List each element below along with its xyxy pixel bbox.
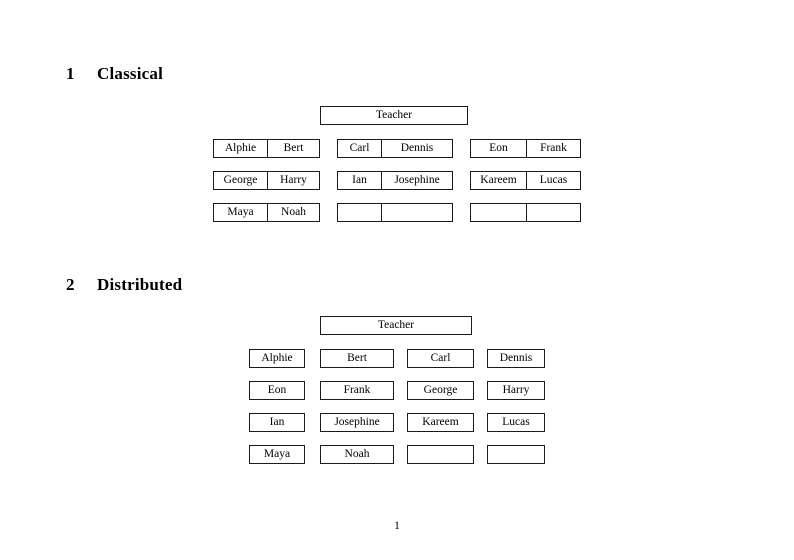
student-cell-empty [471,204,526,221]
student-box: Harry [487,381,545,400]
student-cell: Frank [526,140,580,157]
student-cell: Eon [489,141,508,154]
student-box: Maya [249,445,305,464]
student-pair-box: Ian Josephine [337,171,453,190]
section-number: 2 [66,275,75,294]
page-number: 1 [394,520,400,532]
student-cell: Ian [352,173,367,186]
section-heading-distributed: 2 Distributed [66,275,182,295]
student-cell: Dennis [381,140,452,157]
student-box: Bert [320,349,394,368]
student-pair-box: Alphie Bert [213,139,320,158]
student-box-empty [487,445,545,464]
student-cell: Josephine [381,172,452,189]
student-pair-box: Carl Dennis [337,139,453,158]
student-box-empty [407,445,474,464]
student-cell-empty [381,204,452,221]
teacher-box-distributed: Teacher [320,316,472,335]
student-box: Eon [249,381,305,400]
student-pair-box: George Harry [213,171,320,190]
student-cell: Alphie [224,141,257,154]
student-cell: Maya [227,205,254,218]
student-pair-box: Maya Noah [213,203,320,222]
student-box: Alphie [249,349,305,368]
student-box: Lucas [487,413,545,432]
student-cell: Kareem [480,173,517,186]
student-cell: George [223,173,258,186]
student-box: Josephine [320,413,394,432]
student-box: Kareem [407,413,474,432]
section-title: Distributed [97,275,183,294]
student-pair-box: Kareem Lucas [470,171,581,190]
section-heading-classical: 1 Classical [66,64,163,84]
student-box: Carl [407,349,474,368]
student-pair-box: Eon Frank [470,139,581,158]
student-cell-empty [338,204,381,221]
section-title: Classical [97,64,164,83]
student-box: Noah [320,445,394,464]
student-cell: Lucas [526,172,580,189]
student-cell: Harry [267,172,319,189]
student-cell-empty [526,204,580,221]
student-cell: Carl [349,141,370,154]
student-pair-box-empty [470,203,581,222]
section-number: 1 [66,64,75,83]
student-cell: Noah [267,204,319,221]
student-box: Frank [320,381,394,400]
student-box: Dennis [487,349,545,368]
student-box: George [407,381,474,400]
student-cell: Bert [267,140,319,157]
teacher-box-classical: Teacher [320,106,468,125]
student-pair-box-empty [337,203,453,222]
student-box: Ian [249,413,305,432]
